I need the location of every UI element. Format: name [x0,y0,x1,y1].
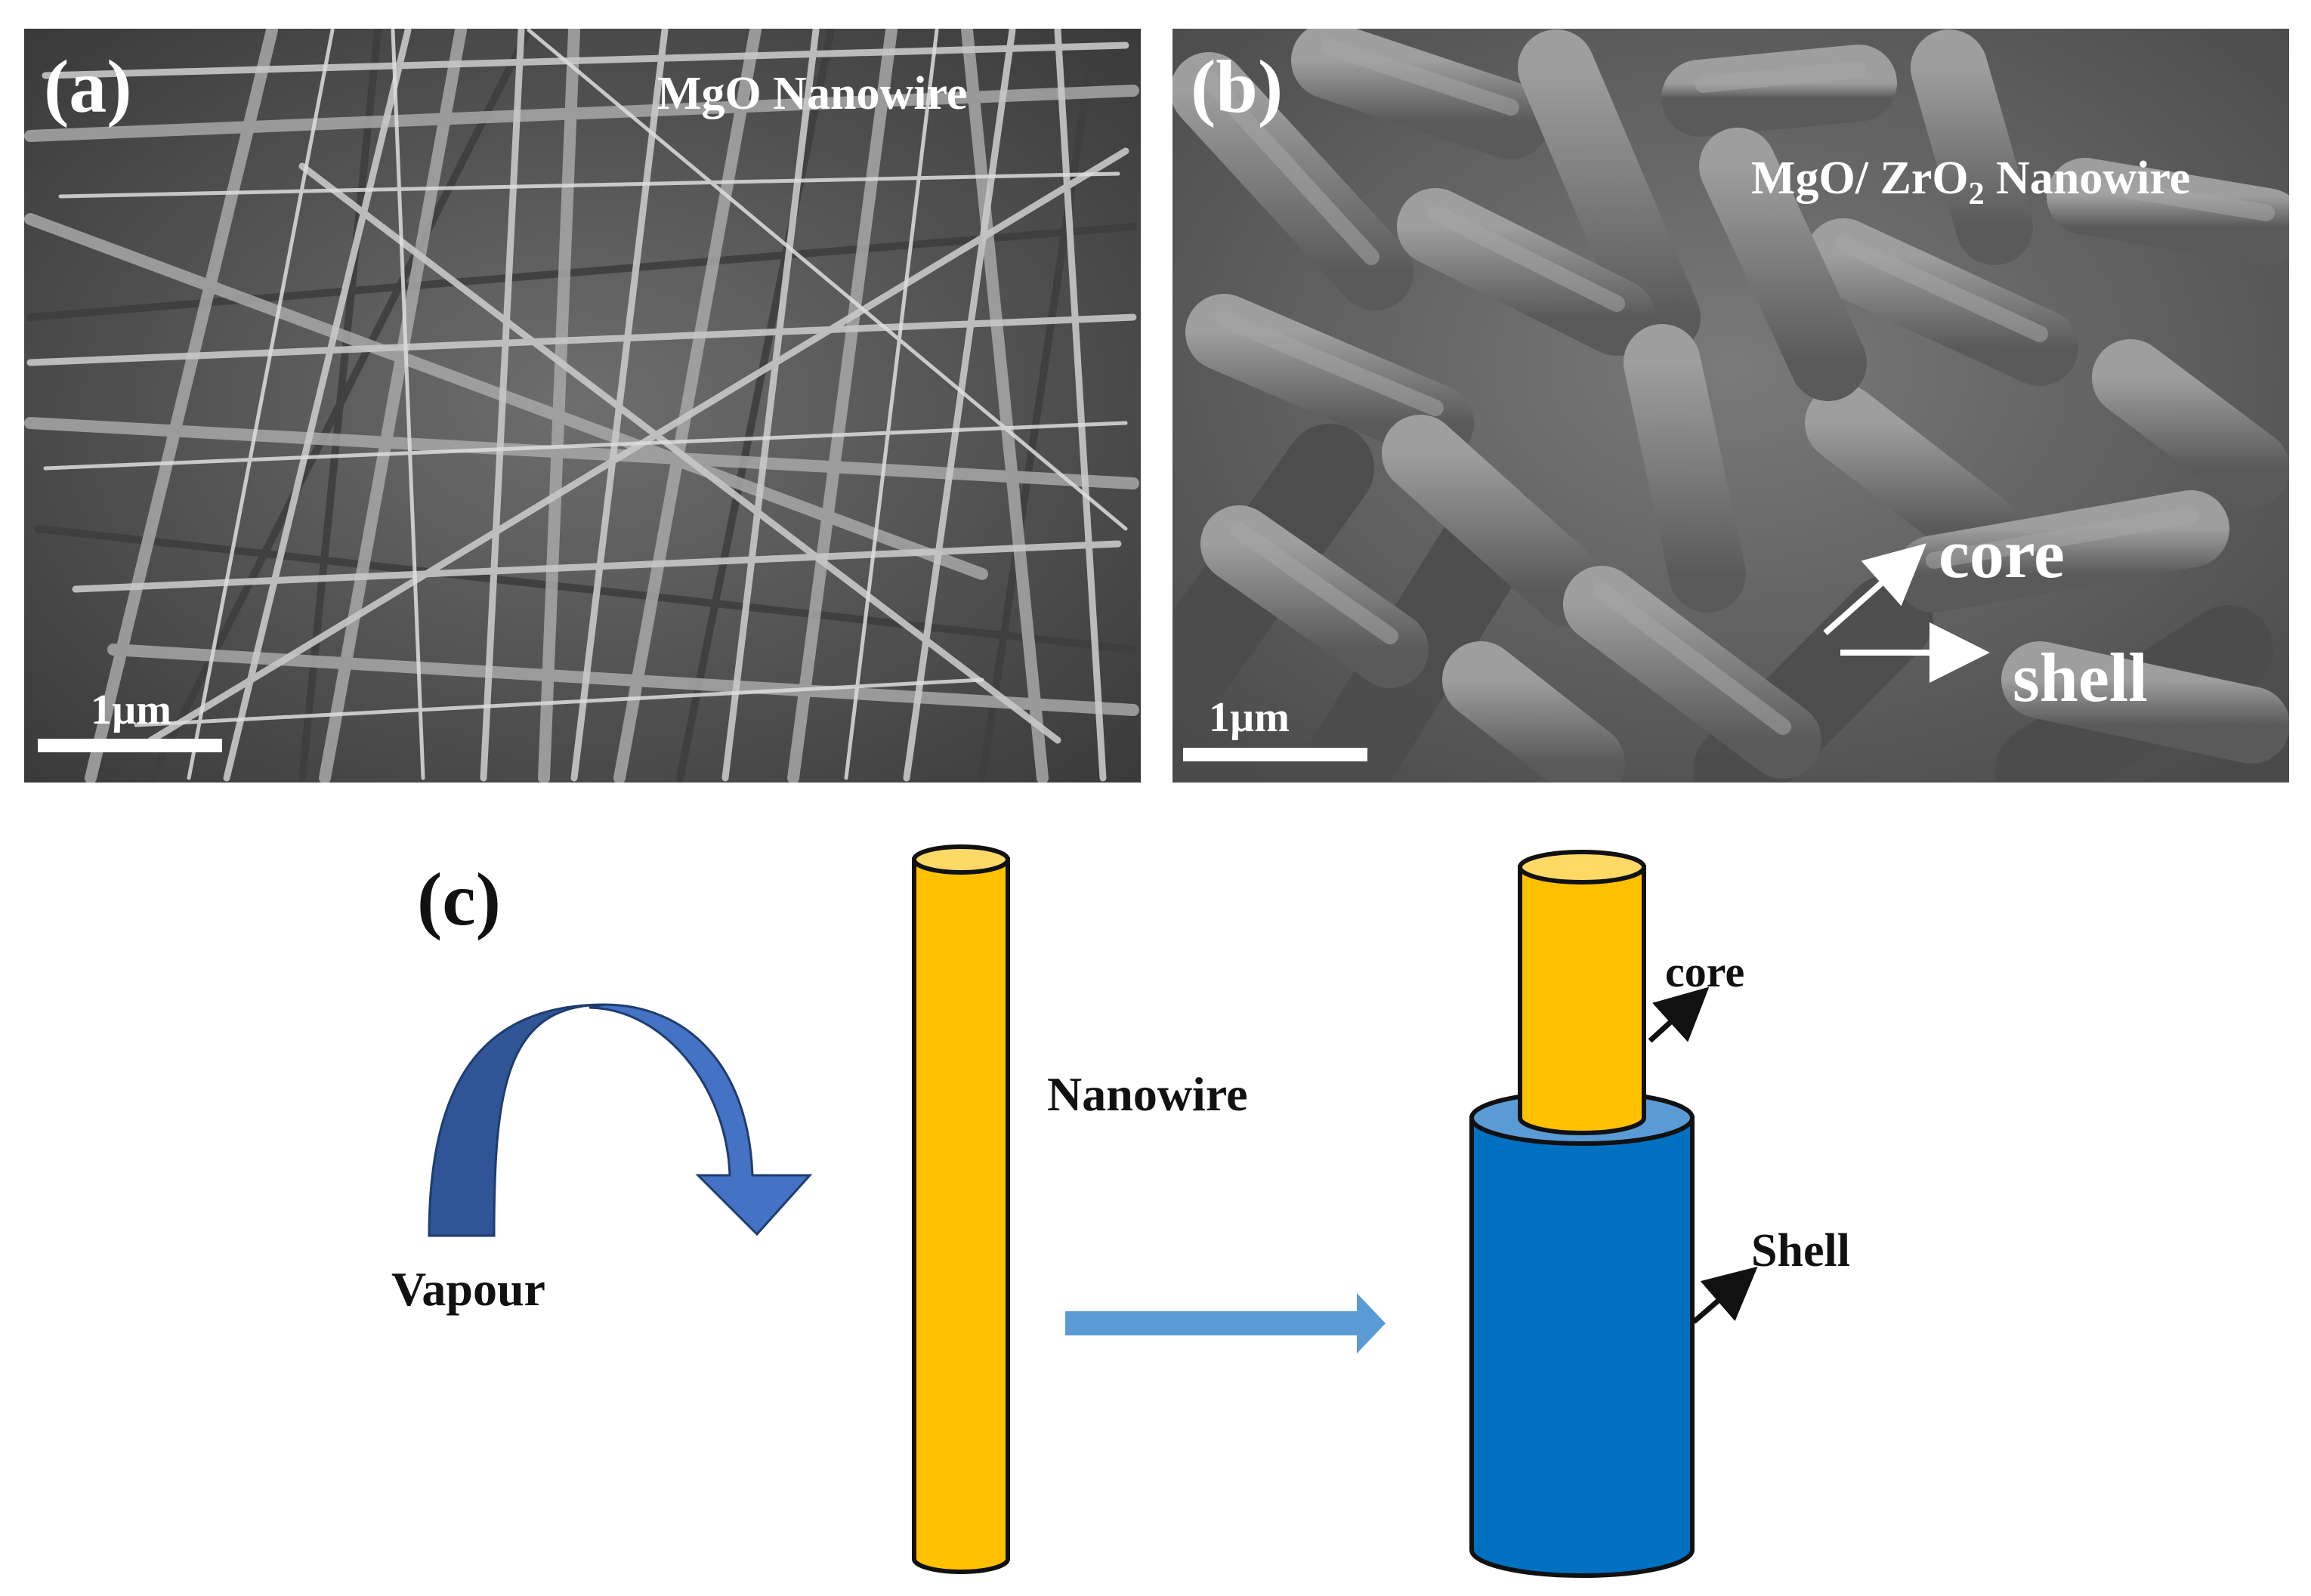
panel-b-core-arrow [1823,543,1926,635]
panel-a-nanowire-texture [24,29,1139,783]
core-top [1518,850,1646,884]
core-shell-cylinder [1469,850,1695,1578]
panel-b-title-prefix: MgO/ ZrO [1751,153,1969,204]
process-arrow [1065,1293,1386,1354]
panel-c-letter: (c) [417,857,501,941]
panel-c-schematic: (c) Vapour Nanowire core Shell [391,844,1850,1578]
panel-a-title: MgO Nanowire [657,68,967,119]
panel-a-scale-label: 1µm [91,687,171,733]
core-label: core [1665,947,1744,996]
panel-b-letter: (b) [1191,45,1283,128]
vapour-arrow [428,1003,813,1237]
panel-a-sem-image: (a) MgO Nanowire 1µm [24,29,1141,783]
panel-b-sem-image: (b) MgO/ ZrO2 Nanowire core shell 1µm [1172,29,2289,783]
panel-b-title-subscript: 2 [1969,177,1985,211]
vapour-label: Vapour [391,1262,545,1316]
panel-b-shell-label: shell [2013,639,2148,716]
panel-b-scale-label: 1µm [1209,694,1290,741]
panel-b-scale-bar [1183,748,1367,761]
core-pointer-arrow [1648,986,1710,1043]
nanowire-label: Nanowire [1047,1067,1247,1121]
shell-label: Shell [1751,1225,1850,1276]
panel-b-title-suffix: Nanowire [1985,153,2191,204]
panel-a-scale-bar [38,739,222,752]
nanowire-cylinder [912,844,1010,1574]
panel-b-nanowire-texture [1172,29,2289,783]
shell-pointer-arrow [1692,1266,1758,1324]
panel-b-core-label: core [1939,515,2065,592]
panel-a-letter: (a) [44,45,132,128]
panel-b-title: MgO/ ZrO2 Nanowire [1751,153,2190,211]
